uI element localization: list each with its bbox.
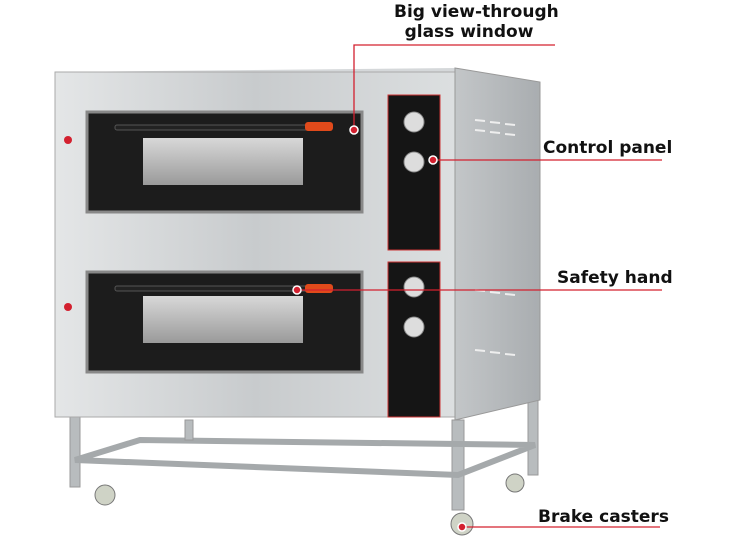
callout-dots [292, 125, 467, 532]
caster-wheels [94, 473, 525, 536]
control-panel [387, 94, 441, 418]
side-vents [474, 119, 516, 356]
callout-brake-casters: Brake casters [538, 507, 669, 527]
callout-glass-window-line2: glass window [404, 22, 534, 42]
lower-door [85, 270, 364, 374]
upper-door [85, 110, 364, 214]
callout-control-panel: Control panel [543, 138, 673, 158]
callout-lines [297, 44, 662, 528]
stand [69, 394, 539, 511]
callout-glass-window-line1: Big view-through [394, 2, 559, 22]
callout-glass-window: Big view-through glass window [394, 2, 559, 42]
oven-side [454, 67, 541, 421]
callout-safety-hand: Safety hand [557, 268, 673, 288]
